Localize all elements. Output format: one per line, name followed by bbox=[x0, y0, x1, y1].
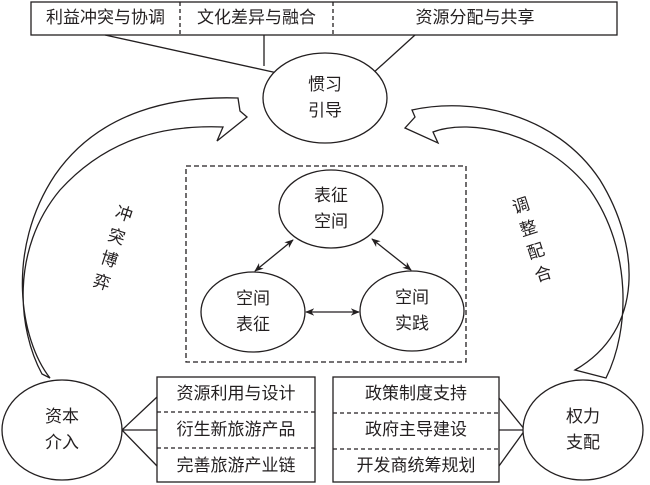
power-node-line1: 权力 bbox=[566, 407, 600, 427]
triad-right-ellipse bbox=[359, 270, 465, 352]
connector-line bbox=[371, 34, 416, 75]
capital-box bbox=[156, 376, 316, 483]
power-node-ellipse bbox=[522, 379, 644, 481]
connector-line bbox=[498, 397, 526, 431]
center-node-ellipse bbox=[262, 52, 388, 144]
capital-node-line1: 资本 bbox=[45, 407, 79, 427]
triad-top-line1: 表征 bbox=[314, 186, 348, 206]
capital-box-item: 衍生新旅游产品 bbox=[176, 420, 296, 440]
triad-top-line2: 空间 bbox=[314, 212, 348, 232]
connector-line bbox=[121, 396, 158, 431]
triad-right-label: 空间 实践 bbox=[372, 285, 452, 337]
triad-top-label: 表征 空间 bbox=[291, 183, 371, 235]
triad-left-line1: 空间 bbox=[236, 289, 270, 309]
triad-right-line1: 空间 bbox=[395, 288, 429, 308]
center-node-label: 惯习 引导 bbox=[285, 72, 365, 124]
triad-left-ellipse bbox=[200, 271, 306, 353]
connector-line bbox=[498, 429, 526, 467]
connector-line bbox=[104, 34, 283, 75]
triad-left-label: 空间 表征 bbox=[213, 286, 293, 338]
top-box bbox=[30, 1, 618, 36]
double-arrow bbox=[371, 238, 412, 271]
connector-line bbox=[121, 429, 158, 467]
triad-top-ellipse bbox=[278, 169, 384, 249]
right-curved-arrow bbox=[403, 105, 630, 379]
center-node-line1: 惯习 bbox=[308, 75, 342, 95]
capital-node-line2: 介入 bbox=[45, 433, 79, 453]
double-arrow bbox=[254, 239, 294, 272]
power-node-label: 权力 支配 bbox=[543, 404, 623, 456]
center-node-line2: 引导 bbox=[308, 101, 342, 121]
capital-node-label: 资本 介入 bbox=[22, 404, 102, 456]
top-box-item: 资源分配与共享 bbox=[415, 8, 535, 28]
top-box-item: 利益冲突与协调 bbox=[46, 8, 165, 28]
triad-left-line2: 表征 bbox=[236, 315, 270, 335]
left-curved-arrow bbox=[21, 97, 249, 379]
capital-box-item: 资源利用与设计 bbox=[176, 384, 296, 404]
triad-frame bbox=[185, 165, 467, 363]
power-box-item: 开发商统筹规划 bbox=[356, 456, 476, 476]
power-node-line2: 支配 bbox=[566, 433, 600, 453]
top-box-item: 文化差异与融合 bbox=[197, 8, 316, 28]
triad-right-line2: 实践 bbox=[395, 314, 429, 334]
power-box-item: 政府主导建设 bbox=[365, 420, 467, 440]
power-box-item: 政策制度支持 bbox=[365, 384, 467, 404]
capital-box-item: 完善旅游产业链 bbox=[176, 456, 296, 476]
